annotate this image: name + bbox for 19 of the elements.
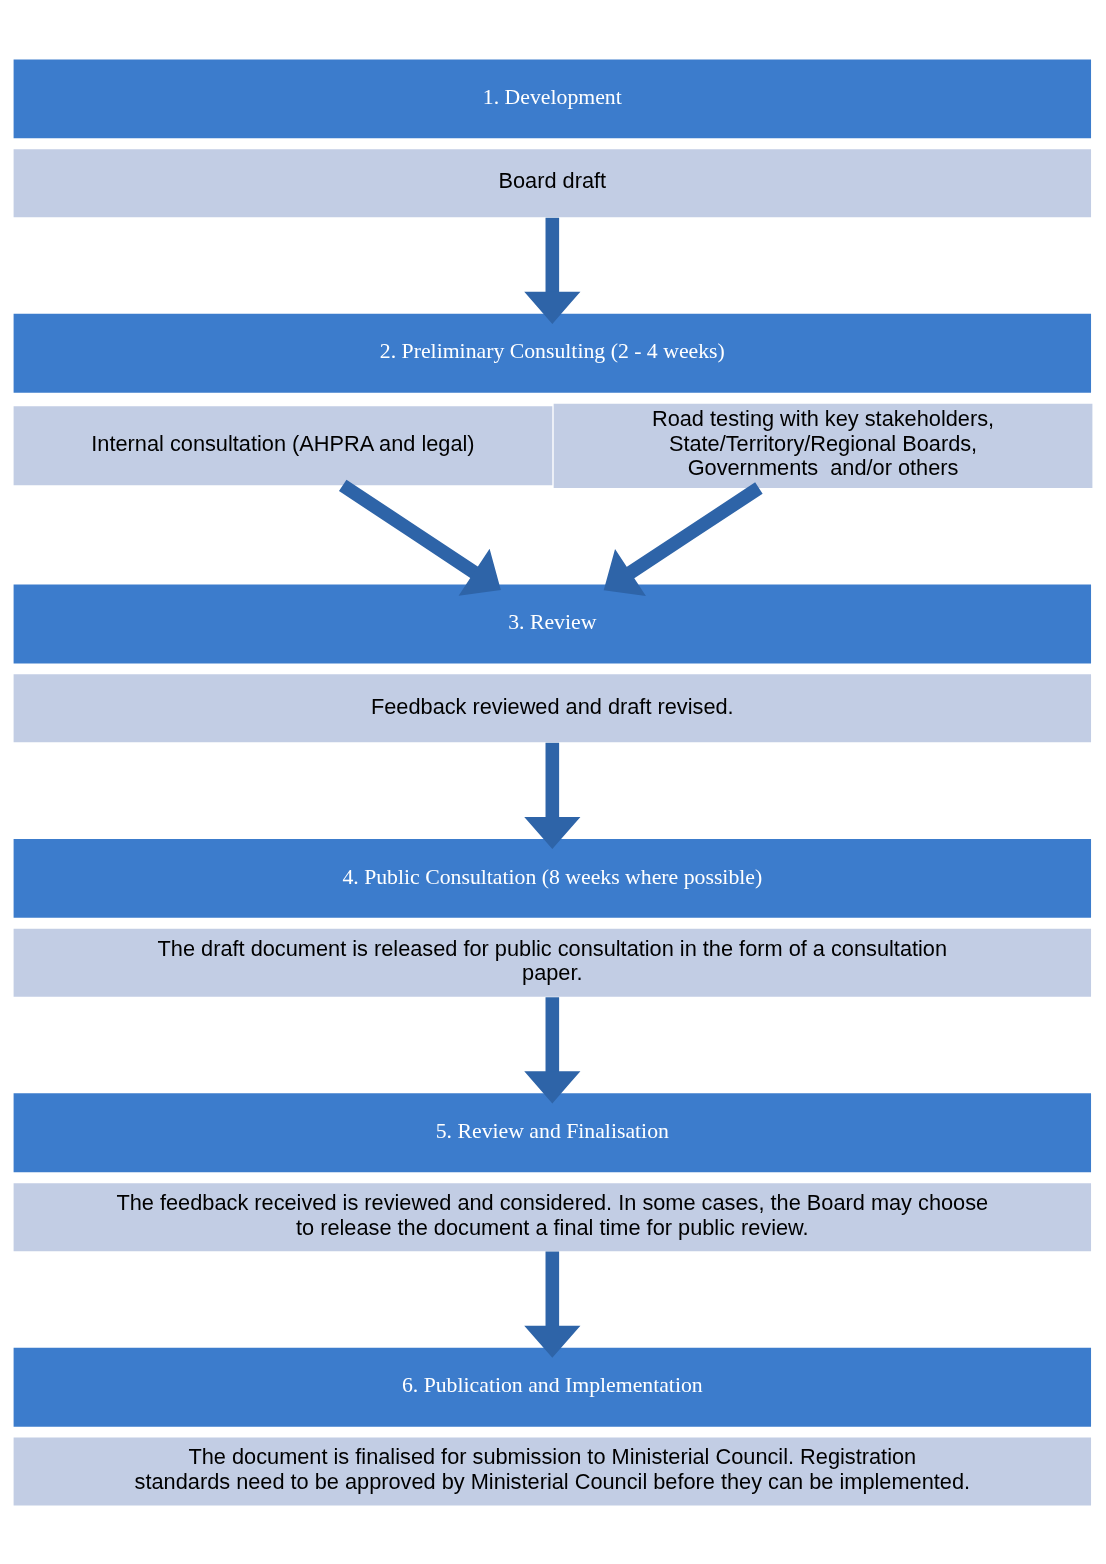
node-box: 4. Public Consultation (8 weeks where possible) [13,838,1092,918]
arrow [524,1251,581,1358]
arrow [524,742,581,849]
arrow [524,996,581,1103]
node-box: 2. Preliminary Consulting (2 - 4 weeks) [13,313,1092,393]
arrow [339,479,501,596]
node-box: The draft document is released for public consultation in the form of a consultation paper. [13,928,1092,997]
node-box: Board draft [13,148,1092,217]
arrow [524,217,581,324]
node-box: Internal consultation (AHPRA and legal) [13,405,553,485]
node-box: 6. Publication and Implementation [13,1347,1092,1427]
node-box: The document is finalised for submission to Ministerial Council. Registration standards need to be approved by Ministerial Council before they can be implemented. [13,1437,1092,1506]
node-box: 3. Review [13,584,1092,663]
node-box: 5. Review and Finalisation [13,1092,1092,1172]
node-box: The feedback received is reviewed and considered. In some cases, the Board may choose to release the document a final time for public review. [13,1182,1092,1251]
node-box: Road testing with key stakeholders, State/Territory/Regional Boards, Governments and/or others [553,403,1093,488]
arrow [603,481,763,596]
node-box: 1. Development [13,58,1092,138]
node-box: Feedback reviewed and draft revised. [13,673,1092,742]
